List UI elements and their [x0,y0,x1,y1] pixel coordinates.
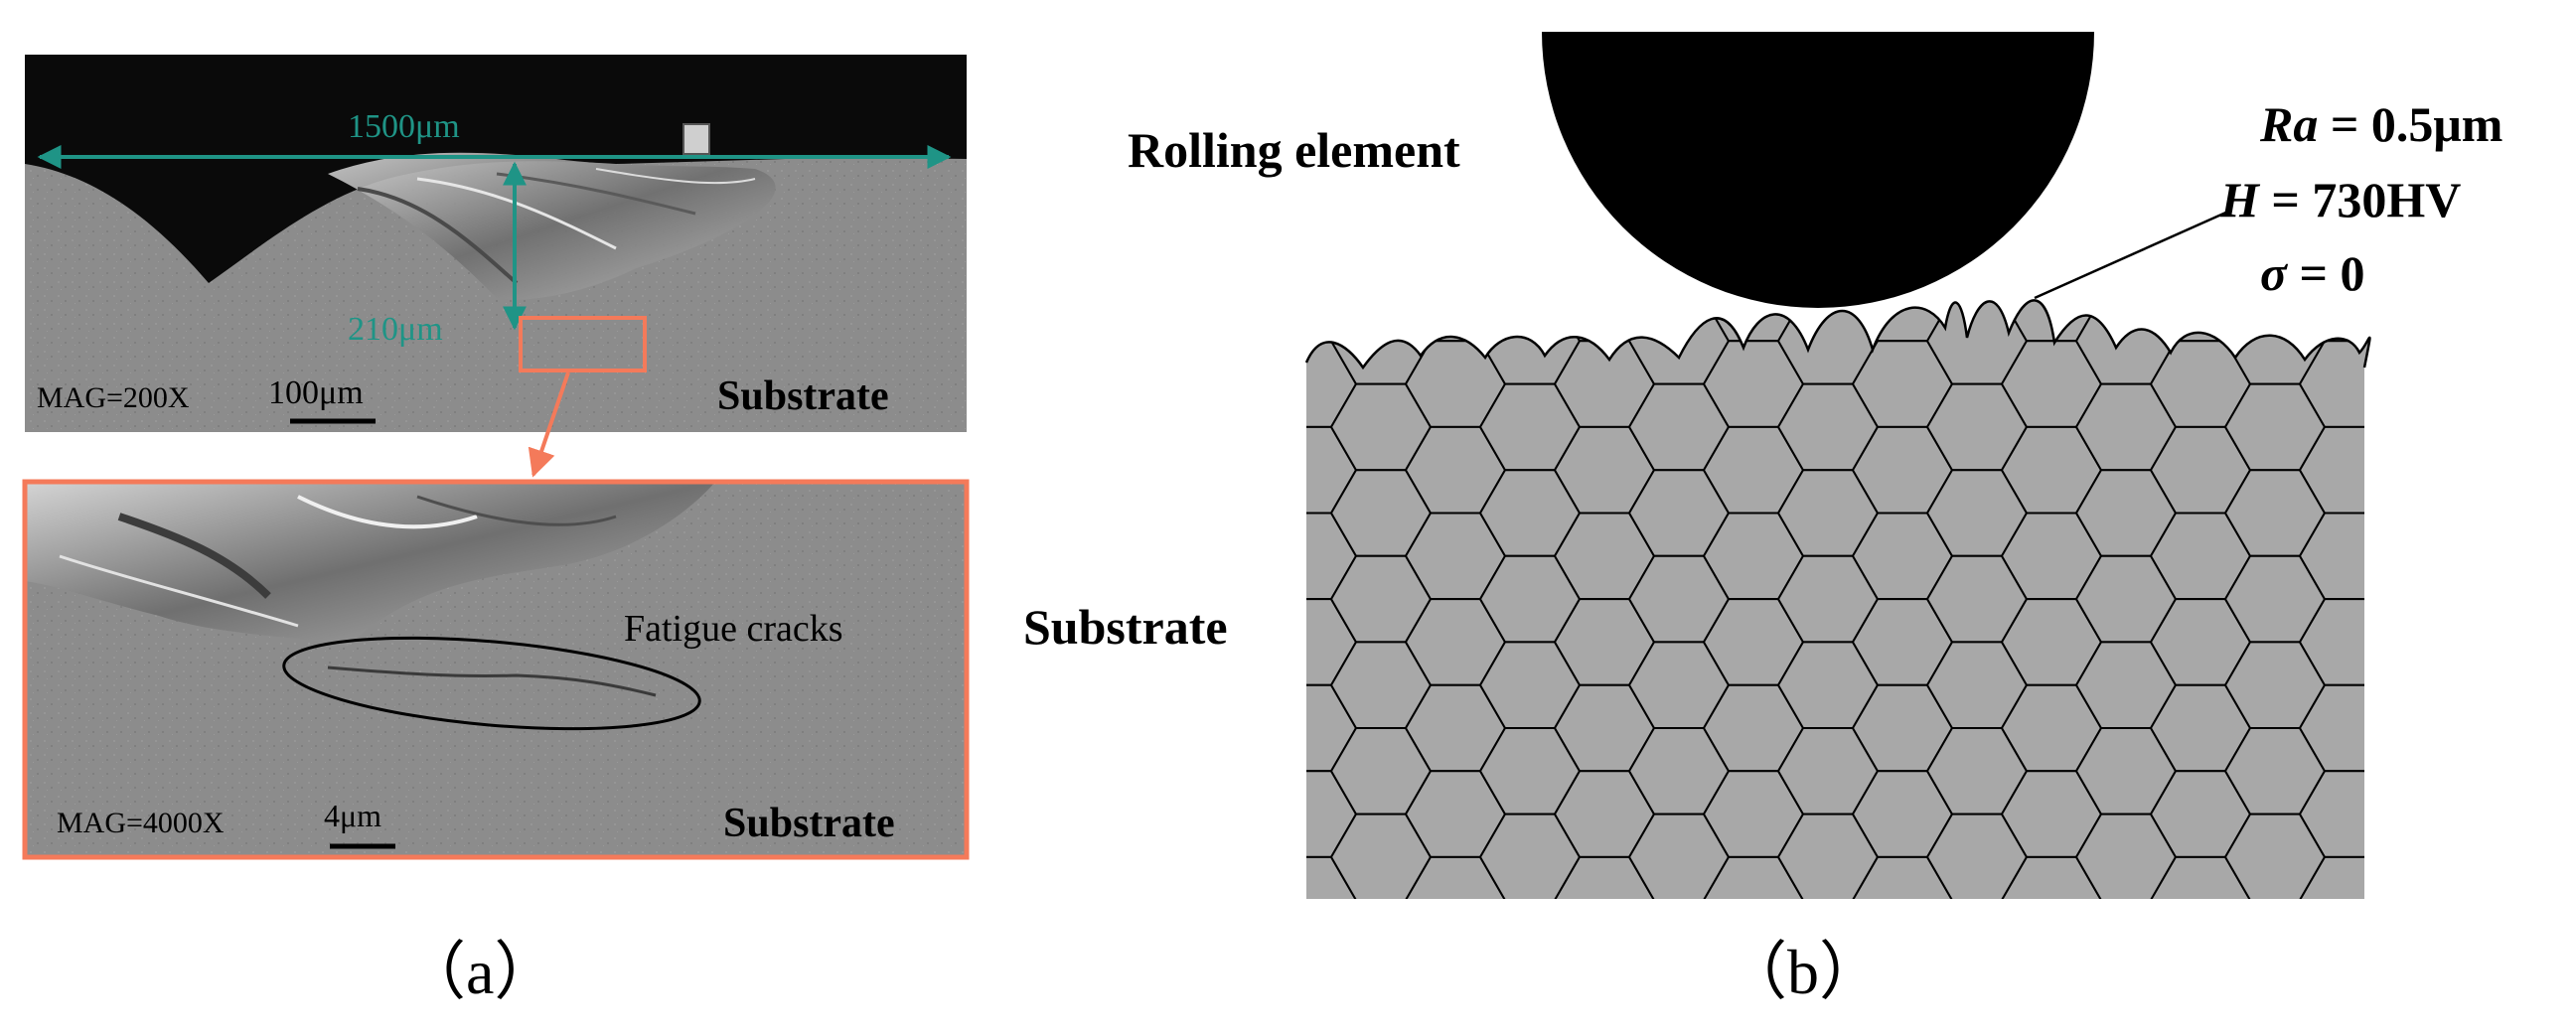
grain-cell [2374,814,2474,901]
crack-ellipse [282,636,701,731]
grain-cell [2298,425,2370,515]
grain-cell [2374,900,2474,986]
grain-cell [2076,900,2176,986]
h-symbol: H [2219,172,2261,227]
rolling-element-label: Rolling element [1128,122,1460,178]
grain-cell [2225,900,2325,986]
grain-cell [2298,855,2370,899]
h-value: = 730HV [2259,172,2462,227]
grain-cell [2374,642,2474,728]
parameter-leader-line [2034,209,2231,300]
inset-connector-arrow [528,371,570,478]
grain-mesh [1257,169,2474,986]
parameter-h: H = 730HV [2219,172,2461,227]
grain-cell [1480,212,1580,298]
grain-cell [2374,470,2474,556]
rough-surface-outline [1304,299,2371,370]
parameter-sigma: σ = 0 [2260,245,2364,301]
scale-bar-top-label: 100μm [268,374,364,411]
grain-cell [2149,300,2252,343]
fatigue-crack [327,666,657,697]
grain-cell [2374,384,2474,471]
ra-value: = 0.5μm [2318,96,2502,152]
grain-cell [1257,169,1356,255]
wear-damage-region [328,152,776,300]
grain-cell [1406,169,1505,255]
substrate-label-bottom: Substrate [723,801,895,846]
width-measure-label: 1500μm [348,108,460,145]
grain-cell [2076,212,2176,298]
parameter-ra: Ra = 0.5μm [2259,96,2502,152]
grain-cell [1331,900,1431,986]
grain-cell [2298,770,2370,858]
grain-cell [2374,728,2474,814]
rolling-element [1542,32,2094,308]
grain-cell [2374,556,2474,643]
grain-cell [1480,900,1580,986]
grain-cell [2298,340,2370,428]
caption-b: （b） [1724,937,1883,1007]
grain-cell [2298,512,2370,601]
magnification-bottom: MAG=4000X [57,807,225,839]
sem-image-top [25,55,967,432]
inset-box [519,316,647,372]
grain-cell [1306,300,1358,343]
grain-cell [1629,900,1729,986]
grain-cell [2298,683,2370,773]
magnification-top: MAG=200X [37,381,190,414]
grain-cell [2298,598,2370,686]
grain-cell [1404,300,1507,343]
scale-bar-bottom-label: 4μm [324,798,381,833]
caption-a: （a） [402,937,557,1007]
grain-cell [1553,300,1656,343]
sigma-value: = 0 [2287,245,2365,301]
substrate-label-top: Substrate [717,373,889,419]
grain-cell [1927,900,2027,986]
grain-cell [1331,212,1431,298]
grain-cell [2374,298,2474,384]
depth-measure-label: 210μm [348,311,443,348]
ra-symbol: Ra [2259,96,2318,152]
substrate-label-b: Substrate [1023,599,1228,655]
sigma-symbol: σ [2260,245,2289,301]
fatigue-cracks-label: Fatigue cracks [624,608,843,650]
sem-image-bottom [22,479,970,860]
